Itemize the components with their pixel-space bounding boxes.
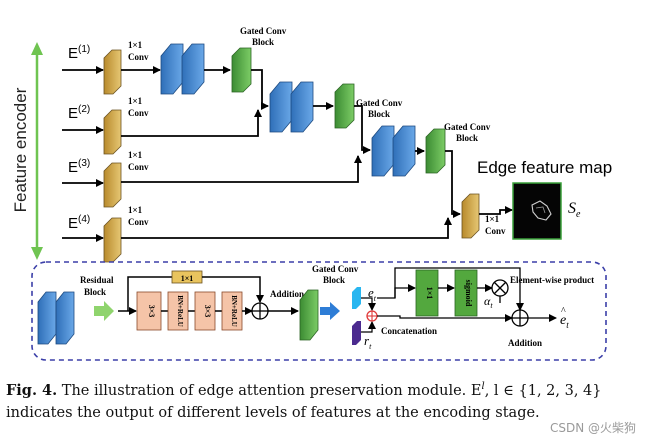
conv1x1-block-4	[103, 217, 122, 263]
gated-label-1b: Block	[252, 37, 274, 47]
caption-label: Fig. 4.	[6, 381, 58, 399]
residual-block-stage2	[269, 81, 314, 133]
input-label-e4: E(4)	[68, 214, 90, 232]
svg-text:^: ^	[561, 306, 566, 317]
svg-text:3×3: 3×3	[203, 305, 212, 318]
caption-text-2: , l ∈ {1, 2, 3, 4} indicates the output …	[6, 382, 602, 421]
detail-conv3x3-1	[136, 291, 162, 331]
gated-label-3a: Gated Conv	[444, 122, 491, 132]
detail-residual-label-1: Residual	[80, 275, 114, 285]
conv1x1-block-3	[103, 162, 122, 208]
detail-blue-arrow	[320, 302, 340, 320]
detail-addition-label: Addition	[270, 289, 304, 299]
conv1x1-block-2	[103, 109, 122, 155]
residual-block-stage3	[371, 125, 416, 177]
detail-addition-op-2	[511, 309, 529, 327]
csdn-watermark: CSDN @火柴狗	[549, 421, 636, 435]
edge-map-title: Edge feature map	[477, 158, 612, 177]
final-conv-label: 1×1	[485, 214, 500, 224]
caption-sup: l	[481, 381, 485, 392]
gated-conv-block-1	[231, 47, 252, 93]
detail-addition-op	[251, 302, 269, 320]
detail-addition-label-2: Addition	[508, 338, 542, 348]
detail-gate-conv1x1	[415, 269, 439, 317]
conv1x1-block-1	[103, 49, 122, 95]
detail-et-label: et	[368, 285, 377, 303]
gated-conv-block-3	[425, 128, 446, 174]
detail-sigmoid	[454, 269, 478, 317]
conv-label-1: 1×1	[128, 40, 143, 50]
residual-block-stage1	[160, 43, 205, 95]
detail-concat-op	[366, 310, 378, 322]
detail-output-ehat: et	[560, 313, 569, 330]
detail-elementwise-op	[491, 279, 509, 297]
detail-gated-label-2: Block	[323, 275, 345, 285]
figure-caption: Fig. 4. The illustration of edge attenti…	[6, 376, 638, 424]
input-label-e2: E(2)	[68, 104, 90, 122]
conv-label-4: 1×1	[128, 205, 143, 215]
edge-map-symbol: Se	[568, 200, 581, 220]
detail-gated-label-1: Gated Conv	[312, 264, 359, 274]
conv-sub-4: Conv	[128, 217, 149, 227]
conv-sub-3: Conv	[128, 162, 149, 172]
detail-elementwise-label: Element-wise product	[510, 275, 594, 285]
gated-conv-block-2	[334, 83, 355, 129]
svg-text:BN+ReLU: BN+ReLU	[230, 295, 238, 327]
caption-text: The illustration of edge attention prese…	[61, 382, 482, 399]
detail-alpha-label: αt	[484, 294, 493, 310]
gated-label-2b: Block	[368, 109, 390, 119]
detail-refined-feature-rt	[352, 321, 361, 345]
detail-dashed-box	[31, 261, 607, 361]
detail-edge-feature-et	[352, 287, 361, 309]
detail-residual-stack	[37, 291, 75, 345]
svg-text:BN+ReLU: BN+ReLU	[176, 295, 184, 327]
detail-gated-block	[299, 289, 319, 341]
final-conv-sub: Conv	[485, 226, 506, 236]
svg-text:sigmoid: sigmoid	[464, 280, 473, 307]
detail-rt-label: rt	[364, 333, 372, 351]
edge-feature-map-image	[512, 182, 562, 240]
detail-residual-label-2: Block	[84, 287, 106, 297]
input-label-e1: E(1)	[68, 44, 90, 62]
svg-text:3×3: 3×3	[147, 305, 156, 318]
svg-text:1×1: 1×1	[425, 287, 434, 300]
encoder-side-label: Feature encoder	[11, 87, 30, 212]
edge-attention-diagram: Feature encoder E(1) E(2) E(3) E(4) 1×1 …	[11, 26, 612, 361]
encoder-axis-arrow	[31, 42, 43, 260]
conv-label-3: 1×1	[128, 150, 143, 160]
gated-label-1a: Gated Conv	[240, 26, 287, 36]
conv-sub-1: Conv	[128, 52, 149, 62]
gated-label-2a: Gated Conv	[356, 98, 403, 108]
svg-text:1×1: 1×1	[181, 274, 194, 283]
detail-expand-arrow	[94, 301, 114, 321]
conv-label-2: 1×1	[128, 96, 143, 106]
final-conv1x1-block	[461, 193, 480, 239]
input-label-e3: E(3)	[68, 158, 90, 176]
gated-label-3b: Block	[456, 133, 478, 143]
detail-concat-label: Concatenation	[381, 326, 437, 336]
conv-sub-2: Conv	[128, 108, 149, 118]
